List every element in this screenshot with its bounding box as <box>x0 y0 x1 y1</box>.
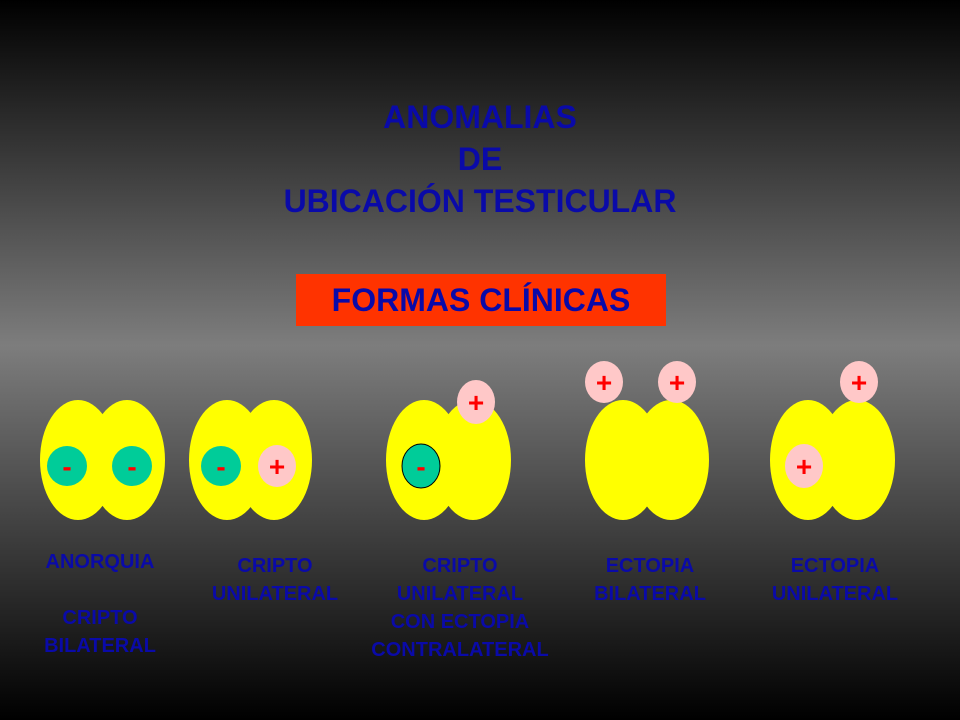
scrotum-right-lobe <box>819 400 895 520</box>
label-line: ECTOPIA <box>790 555 880 577</box>
present-testis-left <box>785 444 823 488</box>
ectopic-testis-left <box>585 361 623 403</box>
label-line: UNILATERAL <box>771 583 899 605</box>
plus-sign: + <box>468 387 484 418</box>
main-title: ANOMALIAS DE UBICACIÓN TESTICULAR <box>0 96 960 222</box>
absent-testis-left <box>401 443 441 489</box>
plus-sign: + <box>851 367 867 398</box>
minus-sign: - <box>127 451 136 482</box>
ectopic-testis-right <box>658 361 696 403</box>
minus-sign: - <box>62 451 71 482</box>
present-testis-right <box>258 445 296 487</box>
label-line: CON ECTOPIA <box>390 611 530 633</box>
label-line: CRIPTO <box>422 555 498 577</box>
plus-sign: + <box>596 367 612 398</box>
form-1-label: ANORQUIA CRIPTO BILATERAL <box>10 548 190 660</box>
label-line: BILATERAL <box>44 635 156 657</box>
absent-testis-right <box>112 446 152 486</box>
label-line: ANORQUIA <box>45 551 155 573</box>
absent-testis-left <box>201 446 241 486</box>
form-2-label: CRIPTO UNILATERAL <box>180 552 370 608</box>
label-line: UNILATERAL <box>211 583 339 605</box>
plus-sign: + <box>796 451 812 482</box>
form-2-figure: - + <box>189 400 312 520</box>
title-line-2: DE <box>457 141 503 177</box>
scrotum-right-lobe <box>435 400 511 520</box>
clinical-forms-badge: FORMAS CLÍNICAS <box>296 274 666 326</box>
form-4-label: ECTOPIA BILATERAL <box>555 552 745 608</box>
plus-sign: + <box>669 367 685 398</box>
minus-sign: - <box>416 451 425 482</box>
label-line: CRIPTO <box>237 555 313 577</box>
form-4-figure: + + <box>585 361 709 520</box>
label-line: CRIPTO <box>62 607 138 629</box>
absent-testis-left <box>47 446 87 486</box>
ectopic-testis-right <box>840 361 878 403</box>
form-5-label: ECTOPIA UNILATERAL <box>740 552 930 608</box>
title-line-3: UBICACIÓN TESTICULAR <box>283 183 677 219</box>
plus-sign: + <box>269 451 285 482</box>
label-line: BILATERAL <box>594 583 706 605</box>
label-line: ECTOPIA <box>605 555 695 577</box>
label-line: CONTRALATERAL <box>371 639 549 661</box>
form-5-figure: + + <box>770 361 895 520</box>
form-3-label: CRIPTO UNILATERAL CON ECTOPIA CONTRALATE… <box>345 552 575 664</box>
form-3-figure: - + <box>386 380 511 520</box>
label-line: UNILATERAL <box>396 583 524 605</box>
minus-sign: - <box>216 451 225 482</box>
title-line-1: ANOMALIAS <box>383 99 577 135</box>
form-1-figure: - - <box>40 400 165 520</box>
scrotum-right-lobe <box>633 400 709 520</box>
ectopic-testis-right <box>457 380 495 424</box>
